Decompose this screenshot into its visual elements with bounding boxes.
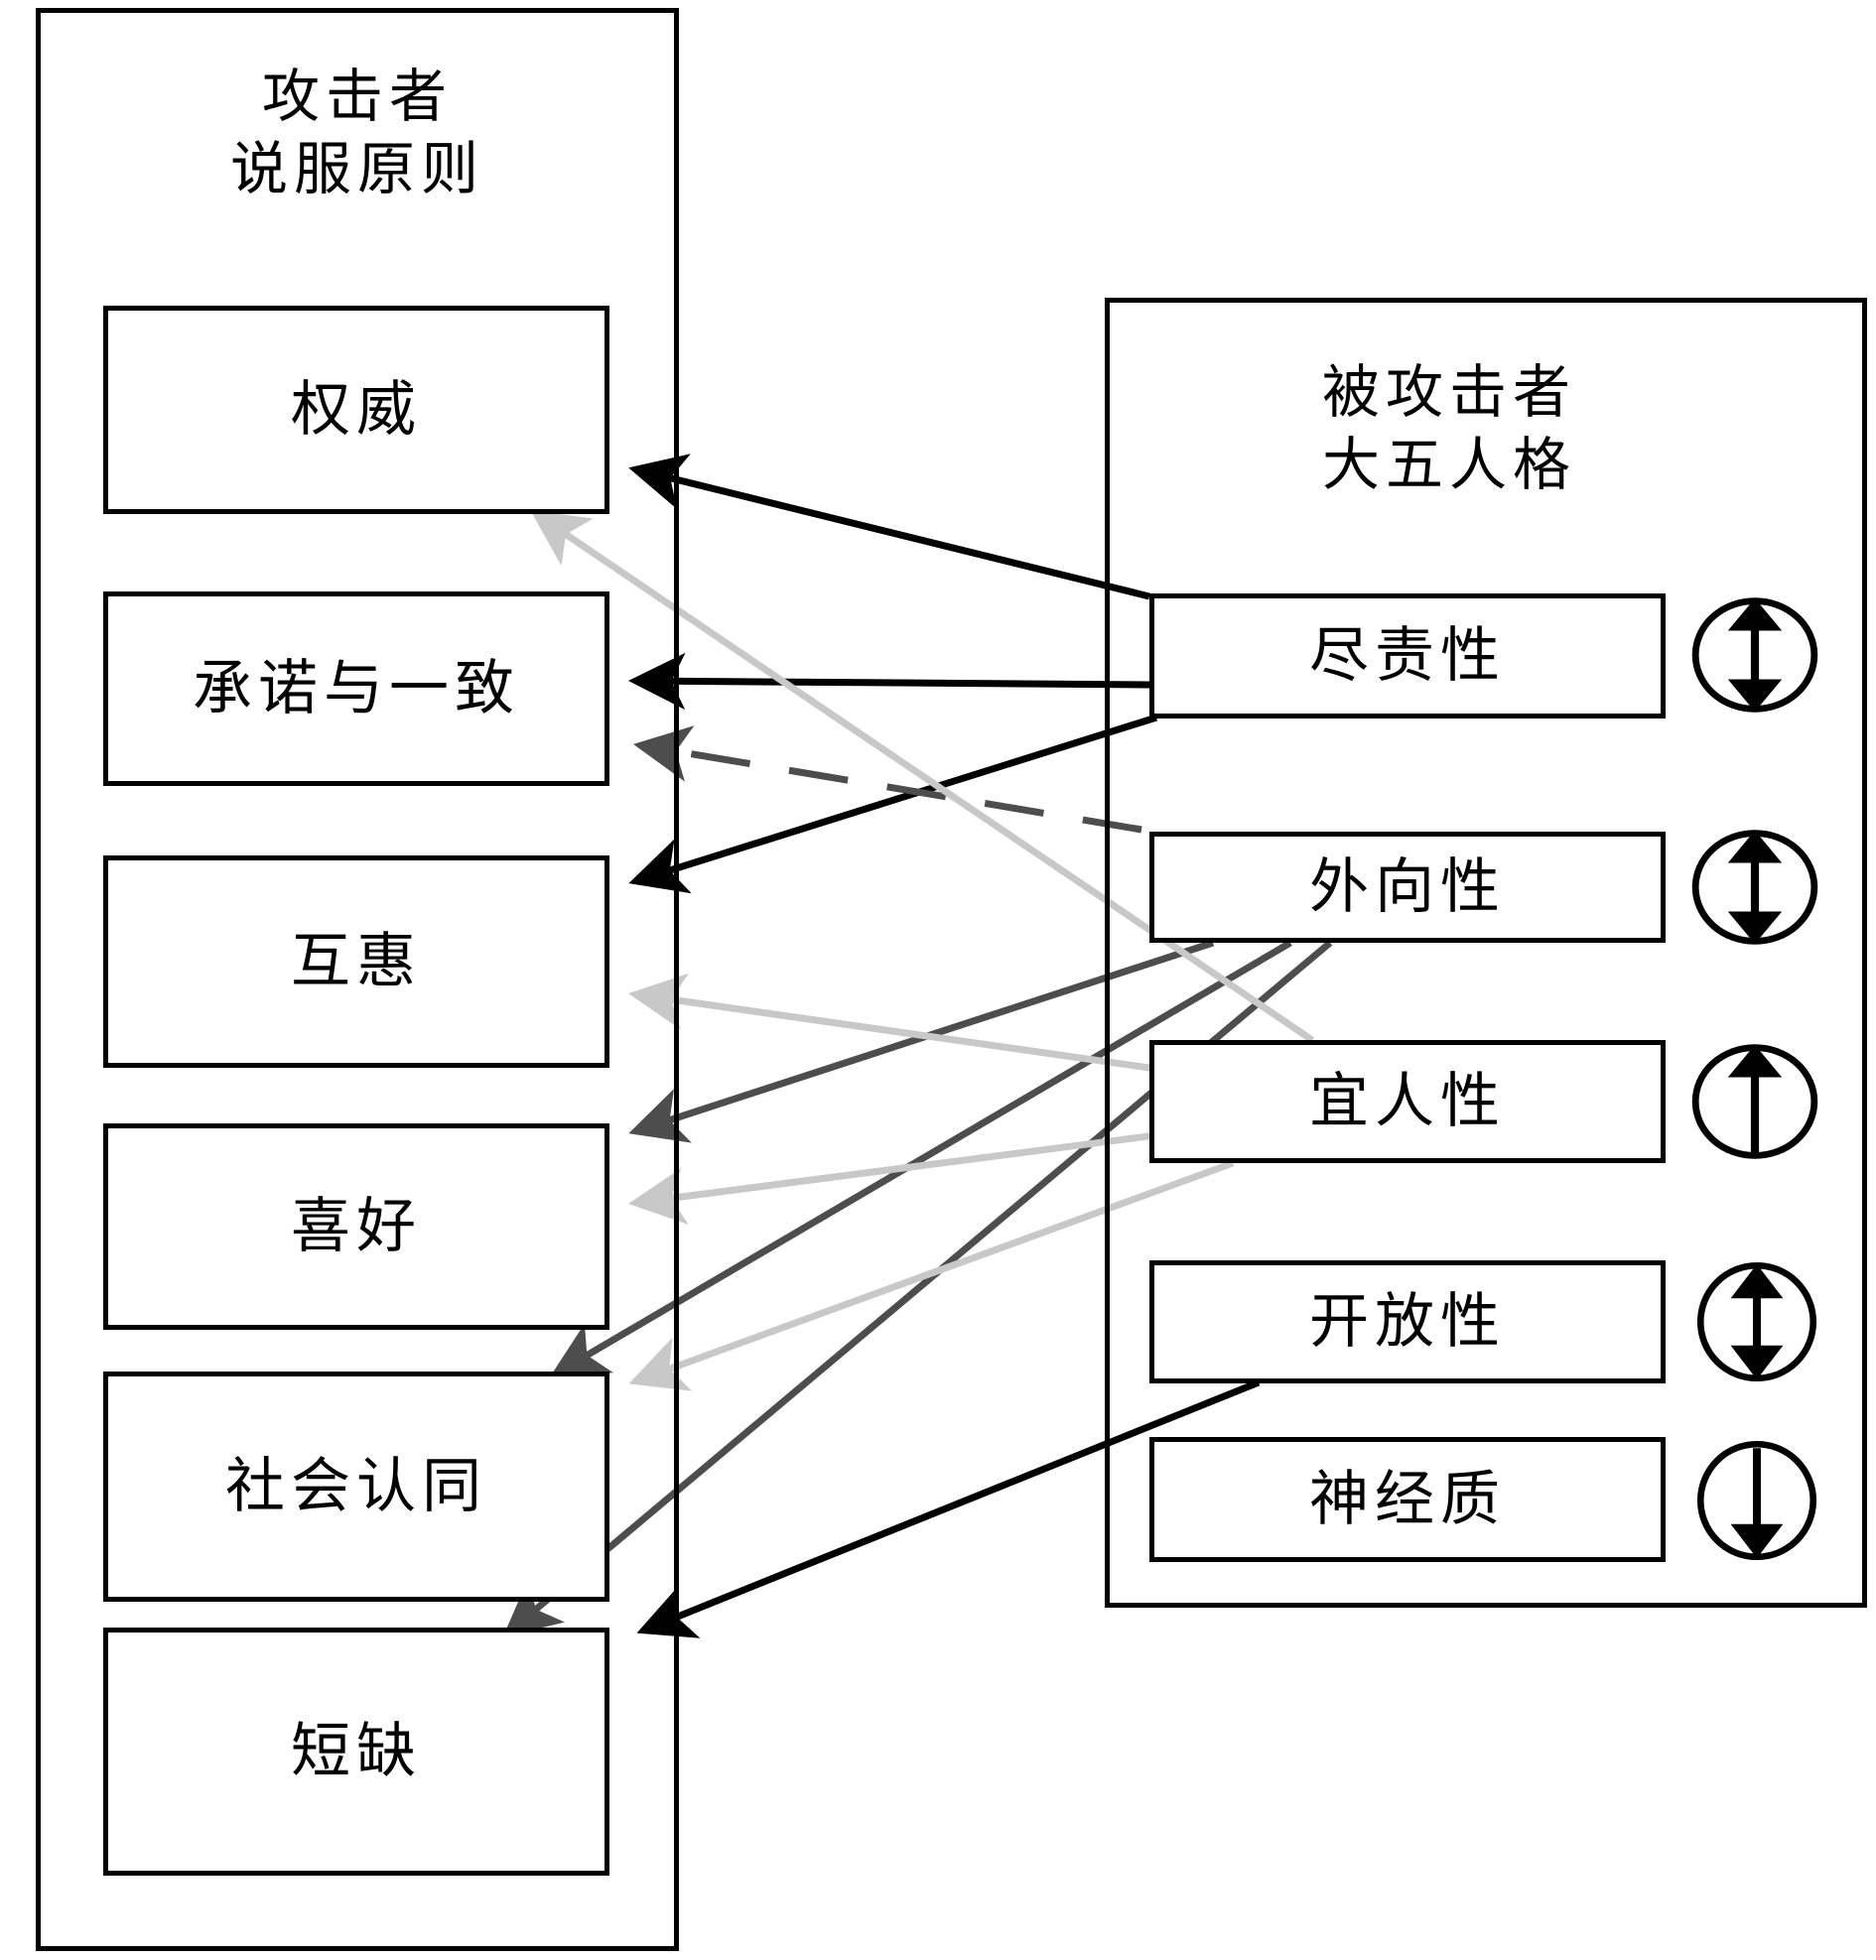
connector-conscientiousness-commitment [628,652,1150,711]
node-conscientiousness[interactable]: 尽责性 [1149,593,1666,719]
node-extraversion[interactable]: 外向性 [1149,832,1666,943]
connector-conscientiousness-reciprocity [628,714,1158,894]
connector-conscientiousness-authority [628,454,1150,600]
up-arrow-icon-agreeableness [1687,1034,1822,1169]
connector-agreeableness-socialproof [628,1159,1235,1391]
connector-agreeableness-liking [628,1130,1164,1225]
connector-agreeableness-authority [530,510,1314,1043]
victim-panel-frame [1105,298,1867,1608]
node-reciprocity-label: 互惠 [291,929,422,994]
connector-agreeableness-reciprocity [628,973,1164,1074]
node-authority-label: 权威 [291,377,422,443]
connector-extraversion-commitment [633,725,1142,834]
node-authority[interactable]: 权威 [103,306,609,514]
node-conscientiousness-label: 尽责性 [1309,623,1506,689]
victim-panel-title: 被攻击者 大五人格 [1321,360,1576,497]
node-liking[interactable]: 喜好 [103,1123,609,1330]
double-arrow-icon-conscientiousness [1687,588,1822,722]
node-social-proof-label: 社会认同 [225,1454,487,1519]
node-agreeableness-label: 宜人性 [1309,1069,1506,1134]
node-extraversion-label: 外向性 [1309,854,1506,920]
node-openness-label: 开放性 [1309,1289,1506,1355]
attacker-panel-title: 攻击者 说服原则 [229,65,484,201]
node-social-proof[interactable]: 社会认同 [103,1372,609,1602]
node-openness[interactable]: 开放性 [1149,1260,1666,1383]
node-reciprocity[interactable]: 互惠 [103,855,609,1068]
node-commitment[interactable]: 承诺与一致 [103,591,609,786]
node-neuroticism-label: 神经质 [1309,1467,1506,1532]
node-scarcity[interactable]: 短缺 [103,1628,609,1876]
node-agreeableness[interactable]: 宜人性 [1149,1040,1666,1163]
connector-openness-scarcity [636,1378,1261,1638]
node-commitment-label: 承诺与一致 [193,656,520,721]
node-liking-label: 喜好 [291,1194,422,1259]
double-arrow-icon-openness [1691,1252,1822,1391]
down-arrow-icon-neuroticism [1691,1431,1822,1570]
node-scarcity-label: 短缺 [291,1719,422,1784]
node-neuroticism[interactable]: 神经质 [1149,1437,1666,1562]
double-arrow-icon-extraversion [1687,820,1822,955]
